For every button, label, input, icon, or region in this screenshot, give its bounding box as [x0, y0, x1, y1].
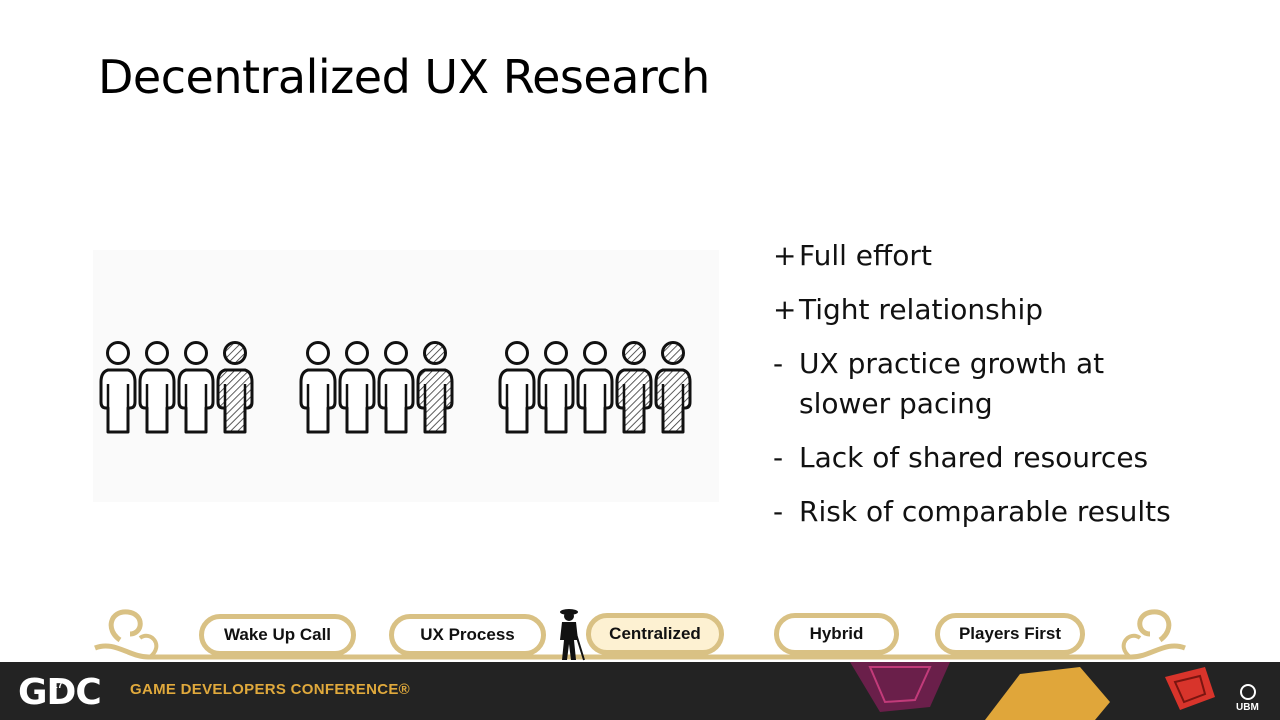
bullet-item: -UX practice growth at slower pacing — [773, 344, 1263, 424]
bullet-mark: - — [773, 441, 784, 474]
people-group — [498, 341, 692, 434]
bullet-item: -Lack of shared resources — [773, 438, 1263, 478]
person-figure — [498, 341, 536, 434]
person-figure — [99, 341, 137, 434]
sponsor-name: UBM — [1236, 702, 1259, 713]
bullet-text: Risk of comparable results — [799, 495, 1171, 528]
people-group — [299, 341, 454, 434]
bullet-list: +Full effort +Tight relationship -UX pra… — [773, 236, 1263, 546]
ubm-logo-icon — [1240, 684, 1256, 700]
bullet-item: +Tight relationship — [773, 290, 1263, 330]
bullet-item: +Full effort — [773, 236, 1263, 276]
nav-item-centralized[interactable]: Centralized — [586, 613, 724, 655]
bullet-mark: + — [773, 239, 797, 272]
bullet-text: Lack of shared resources — [799, 441, 1149, 474]
person-figure-hatched — [654, 341, 692, 434]
bullet-mark: - — [773, 347, 784, 380]
gdc-logo-badge: 17 — [52, 680, 64, 691]
nav-ribbon-ornament — [94, 609, 1186, 660]
person-figure-hatched — [615, 341, 653, 434]
footer-bar: GDC 17 GAME DEVELOPERS CONFERENCE® UBM — [0, 662, 1280, 720]
people-groups-graphic — [99, 341, 692, 434]
bullet-text: Full effort — [799, 239, 932, 272]
gdc-logo: GDC — [18, 672, 102, 713]
footer-decoration — [850, 662, 1215, 720]
people-group — [99, 341, 254, 434]
bullet-text: Tight relationship — [799, 293, 1044, 326]
nav-item-players-first[interactable]: Players First — [935, 613, 1085, 655]
nav-item-hybrid[interactable]: Hybrid — [774, 613, 899, 655]
person-figure — [177, 341, 215, 434]
gdc-logo-text: GDC — [18, 672, 102, 713]
conference-name: GAME DEVELOPERS CONFERENCE® — [130, 681, 411, 698]
bullet-mark: - — [773, 495, 784, 528]
silhouette-figure-icon — [560, 609, 585, 661]
person-figure — [377, 341, 415, 434]
person-figure — [537, 341, 575, 434]
team-illustration — [93, 250, 719, 502]
person-figure-hatched — [416, 341, 454, 434]
bullet-mark: + — [773, 293, 797, 326]
nav-item-ux-process[interactable]: UX Process — [389, 614, 546, 656]
person-figure — [299, 341, 337, 434]
person-figure-hatched — [216, 341, 254, 434]
slide-title: Decentralized UX Research — [98, 50, 710, 104]
nav-item-wake-up-call[interactable]: Wake Up Call — [199, 614, 356, 656]
bullet-text: UX practice growth at slower pacing — [799, 347, 1105, 420]
bullet-item: -Risk of comparable results — [773, 492, 1263, 532]
person-figure — [138, 341, 176, 434]
person-figure — [338, 341, 376, 434]
person-figure — [576, 341, 614, 434]
